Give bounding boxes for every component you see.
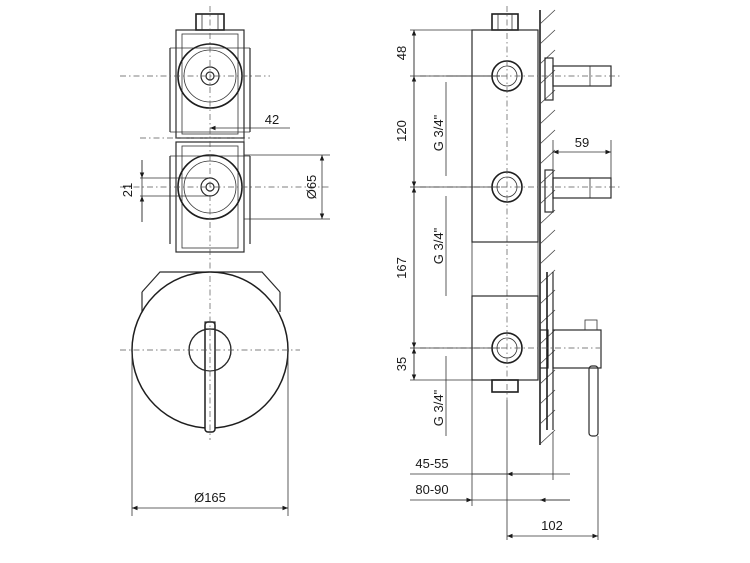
middle-outlet	[544, 169, 612, 213]
front-view: 42 21 Ø65 Ø165	[120, 6, 330, 516]
dim-middle: 120	[394, 120, 409, 142]
side-cover-and-handle	[539, 272, 602, 437]
dim-top: 48	[394, 46, 409, 60]
side-top-nut	[491, 13, 519, 31]
dim-depth-max: 80-90	[415, 482, 448, 497]
dim-lower: 167	[394, 257, 409, 279]
dim-outlet: 59	[575, 135, 589, 150]
dim-offset: 21	[120, 183, 135, 197]
dim-port-diameter: Ø65	[304, 175, 319, 200]
dim-plate-diameter: Ø165	[194, 490, 226, 505]
dim-bottom: 35	[394, 357, 409, 371]
side-view: 48 120 167 35 G 3/4" G 3/4" G 3/4" 59 45…	[394, 6, 620, 540]
dim-spacing: 42	[265, 112, 279, 127]
dim-depth-min: 45-55	[415, 456, 448, 471]
side-valve-body	[471, 29, 539, 381]
thread-lower: G 3/4"	[431, 389, 446, 426]
upper-outlet	[544, 57, 612, 101]
dim-total: 102	[541, 518, 563, 533]
side-bottom-nut	[491, 379, 519, 393]
thread-upper: G 3/4"	[431, 114, 446, 151]
thread-middle: G 3/4"	[431, 227, 446, 264]
